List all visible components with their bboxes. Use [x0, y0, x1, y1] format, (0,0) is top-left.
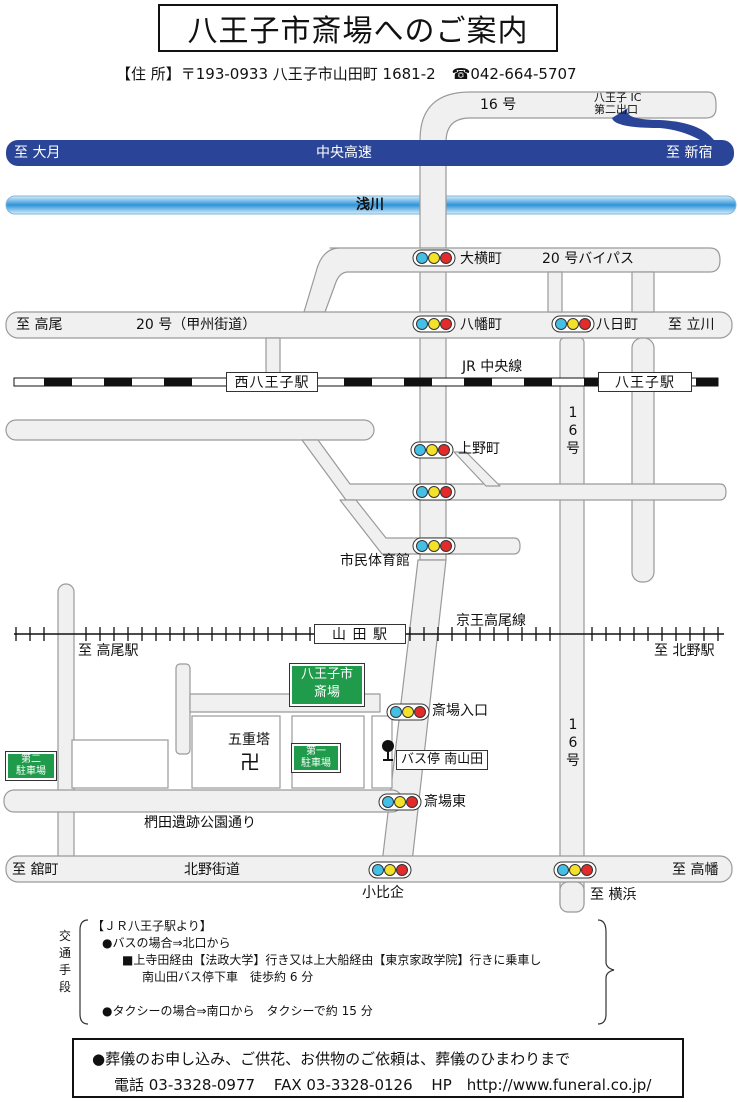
- jr-line-label: JR 中央線: [462, 359, 523, 375]
- parking1-label-1: 第一: [306, 746, 326, 757]
- dir-tachimachi: 至 舘町: [12, 862, 59, 878]
- bus-stop-icon: [382, 740, 394, 761]
- highway-name: 中央高速: [316, 145, 372, 161]
- jr-chuo-line: [13, 377, 719, 387]
- oyokocho-label: 大横町: [460, 251, 502, 267]
- transport-line: ■上寺田経由【法政大学】行き又は上大船経由【東京家政学院】行きに乗車し: [122, 953, 542, 967]
- saijo-label-1: 八王子市: [300, 667, 353, 682]
- saijo-marker: 八王子市 斎場: [289, 663, 365, 707]
- dir-tachikawa: 至 立川: [668, 317, 715, 333]
- river-label: 浅川: [356, 197, 384, 213]
- saijo-label-2: 斎場: [313, 685, 340, 700]
- route16-char: 号: [566, 441, 580, 457]
- transport-side-label: 交 通 手 段: [58, 928, 72, 996]
- signal-shimin-gym: [412, 537, 456, 555]
- dir-takao: 至 高尾: [16, 317, 63, 333]
- transport-line: ●タクシーの場合⇒南口から タクシーで約 15 分: [102, 1004, 373, 1018]
- transport-line: ●バスの場合⇒北口から: [102, 936, 231, 950]
- nishi-hachioji-station: 西八王子駅: [226, 372, 318, 392]
- transport-line: 【ＪＲ八王子駅より】: [92, 919, 212, 933]
- route16-char: 6: [568, 735, 578, 751]
- uenocho-label: 上野町: [458, 441, 500, 457]
- parking2-label-2: 駐車場: [16, 766, 46, 777]
- hachioji-station: 八王子駅: [598, 372, 692, 392]
- parking2-label-1: 第二: [21, 754, 41, 765]
- signal-kobikino: [368, 861, 412, 879]
- kobikino-label: 小比企: [362, 885, 404, 901]
- signal-yawatacho: [412, 315, 456, 333]
- signal-saijo-higashi: [378, 793, 422, 811]
- phone-number: ☎042-664-5707: [451, 65, 577, 83]
- signal-uenocho: [410, 441, 454, 459]
- ic-label-1: 八王子 IC: [594, 91, 642, 104]
- address-line: 【住 所】〒193-0933 八王子市山田町 1681-2 ☎042-664-57…: [116, 63, 577, 84]
- address-text: 【住 所】〒193-0933 八王子市山田町 1681-2: [116, 65, 436, 83]
- parking1-label-2: 駐車場: [301, 758, 331, 769]
- highway-left-label: 至 大月: [14, 145, 61, 161]
- route16-char: 6: [568, 423, 578, 439]
- saijo-higashi-label: 斎場東: [424, 794, 466, 810]
- saijo-iriguchi-label: 斎場入口: [432, 703, 488, 719]
- ic-ramp: [612, 108, 714, 140]
- route16-top-label: 16 号: [480, 97, 517, 113]
- side-char: 通: [58, 946, 71, 960]
- mutsuda-road-label: 椚田遺跡公園通り: [144, 815, 256, 831]
- parking2-marker: 第二 駐車場: [5, 751, 57, 781]
- shimin-gym-label: 市民体育館: [340, 553, 410, 569]
- highway-right-label: 至 新宿: [666, 145, 713, 161]
- route16-char: 1: [568, 405, 578, 421]
- route16-char: 号: [566, 753, 580, 769]
- tel-number: 電話 03-3328-0977: [114, 1076, 256, 1094]
- contact-footer: ●葬儀のお申し込み、ご供花、お供物のご依頼は、葬儀のひまわりまで 電話 03-3…: [72, 1038, 684, 1098]
- kitano-road-label: 北野街道: [184, 862, 240, 878]
- transport-info: 交 通 手 段 【ＪＲ八王子駅より】 ●バスの場合⇒北口から ■上寺田経由【法政…: [58, 918, 618, 1026]
- yokamachi-label: 八日町: [596, 317, 638, 333]
- roads: [3, 91, 733, 913]
- dir-takao-station: 至 高尾駅: [78, 643, 139, 659]
- signal-oyokocho: [412, 249, 456, 267]
- traffic-signals: [368, 249, 597, 879]
- transport-line: 南山田バス停下車 徒歩約 6 分: [142, 970, 314, 984]
- dir-yokohama: 至 横浜: [590, 887, 637, 903]
- route16-vertical-upper: 1 6 号: [565, 404, 581, 458]
- fax-number: FAX 03-3328-0126: [273, 1076, 413, 1094]
- parking1-marker: 第一 駐車場: [291, 743, 341, 773]
- signal-takahata: [553, 861, 597, 879]
- dir-takahata: 至 高幡: [672, 862, 719, 878]
- yamada-station: 山 田 駅: [314, 624, 406, 644]
- signal-saijo-iriguchi: [386, 703, 430, 721]
- homepage-link[interactable]: HP http://www.funeral.co.jp/: [431, 1076, 652, 1094]
- side-char: 交: [58, 929, 71, 943]
- bus-stop-label: バス停 南山田: [396, 750, 489, 770]
- side-char: 段: [58, 980, 71, 994]
- page-title: 八王子市斎場へのご案内: [158, 4, 558, 52]
- ic-label-2: 第二出口: [594, 103, 638, 116]
- signal-yokamachi: [551, 315, 595, 333]
- transport-brackets: [79, 919, 615, 1025]
- side-char: 手: [58, 963, 71, 977]
- transport-body: 【ＪＲ八王子駅より】 ●バスの場合⇒北口から ■上寺田経由【法政大学】行き又は上…: [92, 918, 541, 1020]
- keio-line-label: 京王高尾線: [456, 613, 526, 629]
- pagoda-label: 五重塔: [228, 732, 270, 748]
- chuo-expressway: [6, 140, 734, 166]
- koshu-label: 20 号（甲州街道）: [136, 317, 257, 333]
- building-blocks: [71, 715, 393, 789]
- signal-unnamed: [412, 483, 456, 501]
- route16-vertical-lower: 1 6 号: [565, 716, 581, 770]
- route16-char: 1: [568, 717, 578, 733]
- bypass-label: 20 号バイパス: [542, 251, 634, 267]
- contact-details: 電話 03-3328-0977 FAX 03-3328-0126 HP http…: [114, 1074, 665, 1095]
- dir-kitano-station: 至 北野駅: [654, 643, 715, 659]
- yawatacho-label: 八幡町: [460, 317, 502, 333]
- temple-icon: 卍: [240, 750, 260, 774]
- river-asakawa: [5, 195, 737, 215]
- contact-message: ●葬儀のお申し込み、ご供花、お供物のご依頼は、葬儀のひまわりまで: [92, 1050, 571, 1068]
